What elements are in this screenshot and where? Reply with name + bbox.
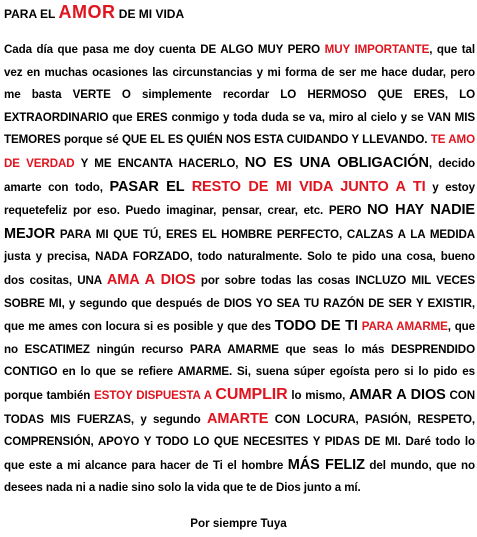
letter-segment: ESTOY DISPUESTA A <box>94 388 216 402</box>
letter-segment: , que tal vez en muchas ocasiones las ci… <box>4 43 476 147</box>
letter-segment: RESTO DE MI VIDA JUNTO A TI <box>191 178 426 195</box>
letter-segment: CON TODAS MIS FUERZAS, y segundo <box>4 388 475 426</box>
letter-segment: y estoy requetefeliz por eso. Puedo imag… <box>4 180 475 218</box>
letter-segment: PARA MI QUE TÚ, ERES EL HOMBRE PERFECTO,… <box>4 227 475 287</box>
letter-segment: PASAR EL <box>109 178 192 195</box>
signature: Por siempre Tuya <box>190 517 287 530</box>
letter-segment: , decido amarte con todo, <box>4 156 475 194</box>
letter-segment: , que no ESCATIMEZ ningún recurso PARA A… <box>4 320 476 402</box>
title-suffix: DE MI VIDA <box>115 7 185 21</box>
letter-segment: CUMPLIR <box>215 385 288 403</box>
letter-segment: PARA AMARME <box>361 320 448 334</box>
letter-body: Cada día que pasa me doy cuenta DE ALGO … <box>4 39 475 500</box>
title-prefix: PARA EL <box>4 7 59 21</box>
letter-segment: AMAR A DIOS <box>349 386 446 403</box>
letter-segment: MUY IMPORTANTE <box>324 43 430 56</box>
letter-segment: por sobre todas las cosas INCLUZO MIL VE… <box>4 273 475 334</box>
letter-segment: TE AMO DE VERDAD <box>4 133 475 170</box>
title-highlight: AMOR <box>58 2 116 22</box>
letter-segment: CON LOCURA, PASIÓN, RESPETO, COMPRENSIÓN… <box>4 412 475 472</box>
letter-segment: NO ES UNA OBLIGACIÓN <box>244 154 429 171</box>
letter-segment: del mundo, que no desees nada ni a nadie… <box>4 458 475 495</box>
page-title: PARA EL AMOR DE MI VIDA <box>4 2 184 23</box>
letter-segment: AMARTE <box>206 410 269 427</box>
letter-segment: MÁS FELIZ <box>287 456 365 473</box>
letter-segment: NO HAY NADIE MEJOR <box>4 202 475 242</box>
letter-segment: lo mismo, <box>287 388 350 402</box>
letter-segment: AMA A DIOS <box>106 271 196 288</box>
letter-segment: Cada día que pasa me doy cuenta DE ALGO … <box>4 43 325 56</box>
letter-segment: TODO DE TI <box>274 318 358 335</box>
letter-segment: Y ME ENCANTA HACERLO, <box>74 156 245 170</box>
